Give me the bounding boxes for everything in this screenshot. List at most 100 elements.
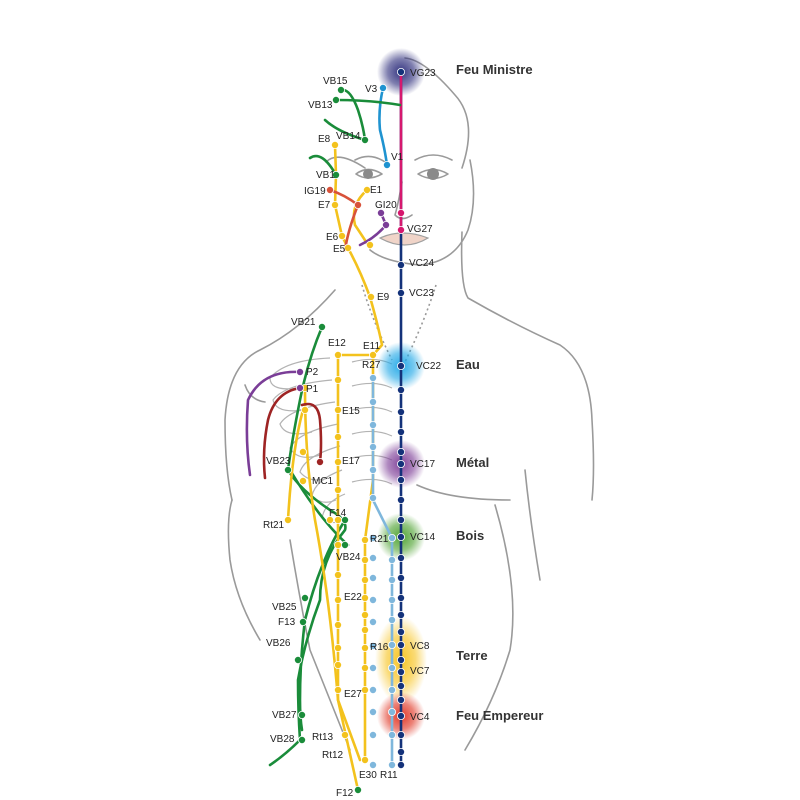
element-label-0: Feu Ministre — [456, 62, 533, 77]
channel-maitre_coeur-21 — [262, 386, 302, 480]
vesicule-dot — [331, 96, 340, 105]
estomac-dot — [333, 375, 342, 384]
point-label-e6: E6 — [326, 232, 339, 243]
rein-dot — [368, 442, 377, 451]
estomac-dot — [333, 405, 342, 414]
point-label-e9: E9 — [377, 292, 390, 303]
element-label-5: Feu Empereur — [456, 708, 543, 723]
rein-dot — [368, 397, 377, 406]
conception-vessel-dot — [396, 68, 405, 77]
rein-dot — [368, 618, 377, 627]
point-label-vg27: VG27 — [407, 224, 433, 235]
element-label-4: Terre — [456, 648, 488, 663]
poumon-dot — [295, 383, 304, 392]
conception-vessel-dot — [396, 712, 405, 721]
conception-vessel-dot — [396, 656, 405, 665]
point-label-vb23: VB23 — [266, 456, 291, 467]
estomac-dot — [333, 350, 342, 359]
channel-estomac-11 — [352, 188, 372, 250]
rib-4 — [299, 445, 341, 481]
conception-vessel-dot — [396, 361, 405, 370]
point-label-vg23: VG23 — [410, 68, 436, 79]
conception-vessel-dot — [396, 611, 405, 620]
point-label-f13: F13 — [278, 617, 296, 628]
rein-dot — [368, 534, 377, 543]
point-label-vc17: VC17 — [410, 459, 435, 470]
point-label-vb25: VB25 — [272, 602, 297, 613]
body-contour-2 — [369, 159, 475, 266]
rein-dot — [368, 686, 377, 695]
estomac-dot — [360, 536, 369, 545]
estomac-dot — [330, 200, 339, 209]
point-label-vb14: VB14 — [336, 131, 361, 142]
point-label-vc8: VC8 — [410, 641, 430, 652]
point-label-vc4: VC4 — [410, 712, 430, 723]
point-label-e12: E12 — [328, 338, 346, 349]
vesicule-dot — [331, 170, 340, 179]
point-label-e17: E17 — [342, 456, 360, 467]
rein-dot — [387, 576, 396, 585]
conception-vessel-dot — [396, 447, 405, 456]
vesicule-dot — [297, 711, 306, 720]
estomac-dot — [333, 621, 342, 630]
point-label-vb13: VB13 — [308, 100, 333, 111]
point-label-vb21: VB21 — [291, 317, 316, 328]
point-label-r11: R11 — [380, 770, 398, 781]
point-label-e7: E7 — [318, 200, 331, 211]
point-label-p2: P2 — [306, 367, 319, 378]
rein-dot — [387, 616, 396, 625]
channel-estomac-14 — [303, 386, 362, 762]
point-label-ig19: IG19 — [304, 186, 326, 197]
gros-intestin-dot — [381, 220, 390, 229]
point-label-vb1: VB1 — [316, 170, 335, 181]
estomac-dot — [360, 576, 369, 585]
rein-dot — [387, 664, 396, 673]
body-contour-5 — [524, 469, 541, 581]
point-label-vc24: VC24 — [409, 258, 434, 269]
estomac-dot — [360, 756, 369, 765]
left-eyebrow — [354, 155, 386, 163]
point-label-vb26: VB26 — [266, 638, 291, 649]
element-label-1: Eau — [456, 357, 480, 372]
estomac-dot — [360, 611, 369, 620]
rein-dot — [387, 556, 396, 565]
element-glows — [375, 48, 427, 740]
conception-vessel-dot — [396, 260, 405, 269]
body-contour-9 — [416, 484, 511, 501]
rein-dot — [368, 554, 377, 563]
conception-vessel-dot — [396, 594, 405, 603]
rein-dot — [368, 761, 377, 770]
estomac-dot — [360, 686, 369, 695]
point-label-rt21: Rt21 — [263, 520, 285, 531]
vesicule-dot — [283, 465, 292, 474]
estomac-dot — [325, 516, 334, 525]
right-eyebrow — [414, 154, 453, 161]
point-label-f12: F12 — [336, 788, 354, 799]
conception-vessel-dot — [396, 495, 405, 504]
rein-dot — [368, 420, 377, 429]
vesicule-dot — [353, 786, 362, 795]
left-eye — [355, 168, 383, 179]
lips — [378, 232, 430, 246]
estomac-dot — [333, 661, 342, 670]
body-contour-3 — [460, 231, 595, 501]
point-label-vc14: VC14 — [410, 532, 435, 543]
estomac-dot — [360, 626, 369, 635]
point-label-mc1: MC1 — [312, 476, 334, 487]
conception-vessel-dot — [396, 628, 405, 637]
channel-vesicule-5 — [323, 118, 367, 142]
conception-vessel-dot — [396, 385, 405, 394]
estomac-dot — [360, 556, 369, 565]
point-label-p1: P1 — [306, 384, 319, 395]
right-iris — [427, 168, 439, 180]
element-label-3: Bois — [456, 528, 484, 543]
rein-dot — [368, 731, 377, 740]
point-label-vc22: VC22 — [416, 361, 441, 372]
conception-vessel-dot — [396, 407, 405, 416]
left-iris — [363, 169, 373, 179]
estomac-dot — [333, 457, 342, 466]
acupoint-dots — [283, 68, 405, 795]
conception-vessel-dot — [396, 748, 405, 757]
